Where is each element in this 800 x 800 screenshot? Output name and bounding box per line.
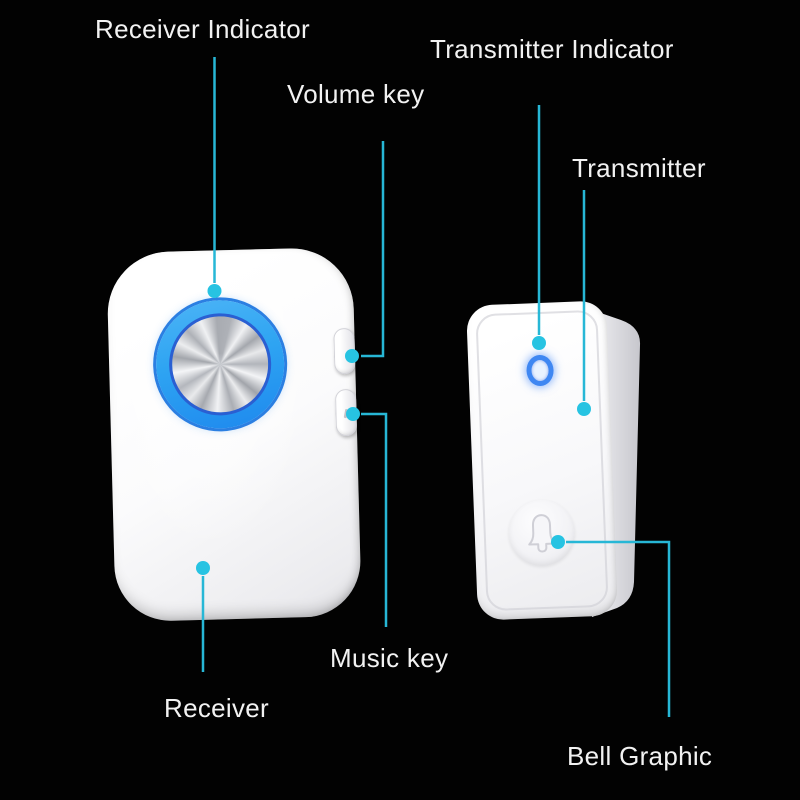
bell-icon: [528, 514, 557, 553]
label-transmitter: Transmitter: [572, 153, 706, 183]
receiver-device: [106, 246, 362, 623]
label-transmitter-indicator: Transmitter Indicator: [430, 34, 674, 64]
label-bell-graphic: Bell Graphic: [567, 741, 713, 771]
label-receiver: Receiver: [164, 693, 269, 723]
label-volume-key: Volume key: [287, 79, 425, 109]
label-music-key: Music key: [330, 643, 449, 673]
volume-key-button: [333, 327, 356, 375]
music-key-mark: [343, 408, 349, 419]
music-key-button: [334, 388, 358, 437]
bell-button: [507, 498, 577, 568]
label-receiver-indicator: Receiver Indicator: [95, 14, 310, 44]
transmitter-device: [466, 300, 618, 621]
receiver-button-icon: [167, 312, 273, 417]
